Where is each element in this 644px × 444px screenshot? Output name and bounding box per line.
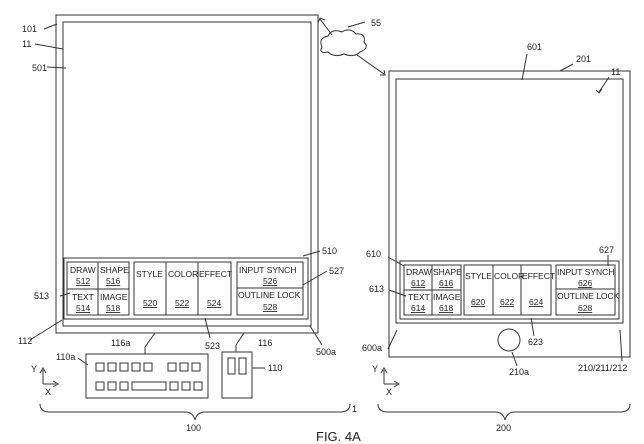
text-button-right-ref: 614 [411,303,425,313]
style-button-right-ref: 620 [471,297,485,307]
figure-caption: FIG. 4A [316,429,361,444]
draw-button-ref: 512 [76,276,90,286]
ref-11-left: 11 [22,39,31,49]
ref-112: 112 [18,336,32,346]
ref-627: 627 [599,245,614,255]
ref-1: 1 [352,404,357,414]
input-device-110 [221,351,253,399]
ref-527: 527 [329,266,344,276]
ref-110: 110 [268,363,282,373]
toolbar-510-sync-group: INPUT SYNCH 526 OUTLINE LOCK 528 [236,261,304,316]
image-button-right-ref: 618 [439,303,453,313]
ref-510: 510 [322,246,337,256]
toolbar-610-tool-grid: DRAW 612 SHAPE 616 TEXT 614 IMAGE 618 [403,264,462,316]
network-cloud-icon [320,29,367,57]
draw-button-right-ref: 612 [411,278,425,288]
ref-613: 613 [369,284,384,294]
ref-55: 55 [371,18,381,28]
color-button-right[interactable]: COLOR [494,271,524,281]
device-200: DRAW 612 SHAPE 616 TEXT 614 IMAGE 618 ST… [362,42,631,433]
ref-101: 101 [22,24,37,34]
ref-500a: 500a [316,347,336,357]
ref-110a: 110a [56,352,75,362]
brace-200 [377,403,631,421]
input-synch-button-right[interactable]: INPUT SYNCH [557,267,614,277]
color-button-ref: 522 [175,298,189,308]
effect-button[interactable]: EFFECT [199,269,232,279]
ref-116a: 116a [111,338,130,348]
keyboard-110a [85,353,209,399]
y-axis-label-left: Y [31,364,37,374]
brace-100 [39,403,351,421]
shape-button-ref: 516 [106,276,120,286]
outline-lock-button-ref: 528 [263,302,277,312]
effect-button-right[interactable]: EFFECT [522,271,555,281]
style-button-ref: 520 [143,298,157,308]
image-button-ref: 518 [106,303,120,313]
shape-button-right[interactable]: SHAPE [433,267,462,277]
input-synch-button[interactable]: INPUT SYNCH [239,265,296,275]
toolbar-610-sync-group: INPUT SYNCH 626 OUTLINE LOCK 628 [555,264,620,316]
outline-lock-button[interactable]: OUTLINE LOCK [238,290,301,300]
axes-right: Y X [372,364,400,397]
effect-button-ref: 524 [207,298,221,308]
outline-lock-button-right[interactable]: OUTLINE LOCK [557,291,620,301]
ref-623: 623 [528,337,543,347]
ref-523: 523 [205,341,220,351]
toolbar-510-tool-grid: DRAW 512 SHAPE 516 TEXT 514 IMAGE 518 [66,261,130,316]
outline-lock-button-right-ref: 628 [578,303,592,313]
text-button-ref: 514 [76,303,90,313]
ref-610: 610 [366,249,381,259]
draw-button-right[interactable]: DRAW [406,267,432,277]
toolbar-610-format-group: STYLE 620 COLOR 622 EFFECT 624 [463,264,555,316]
text-button-right[interactable]: TEXT [408,292,430,302]
ref-210a: 210a [509,367,529,377]
ref-210-211-212: 210/211/212 [578,363,627,373]
color-button-right-ref: 622 [500,297,514,307]
home-button-210a[interactable] [497,328,521,352]
shape-button[interactable]: SHAPE [100,265,129,275]
network-55: 55 [317,17,386,76]
style-button[interactable]: STYLE [136,269,163,279]
axes-left: Y X [31,364,59,397]
ref-601: 601 [527,42,542,52]
ref-116: 116 [258,338,272,348]
draw-button[interactable]: DRAW [70,265,96,275]
effect-button-right-ref: 624 [529,297,543,307]
x-axis-label-left: X [45,387,51,397]
ref-11-right: 11 [611,67,620,77]
input-synch-button-right-ref: 626 [578,278,592,288]
ref-200: 200 [496,423,511,433]
input-synch-button-ref: 526 [263,276,277,286]
style-button-right[interactable]: STYLE [465,271,492,281]
ref-501: 501 [32,63,47,73]
text-button[interactable]: TEXT [72,292,94,302]
color-button[interactable]: COLOR [168,269,198,279]
y-axis-label-right: Y [372,364,378,374]
device-100: DRAW 512 SHAPE 516 TEXT 514 IMAGE 518 ST… [18,14,351,433]
shape-button-right-ref: 616 [439,278,453,288]
image-button[interactable]: IMAGE [100,292,128,302]
image-button-right[interactable]: IMAGE [433,292,461,302]
ref-513: 513 [34,291,49,301]
toolbar-510-format-group: STYLE 520 COLOR 522 EFFECT 524 [133,261,232,316]
ref-100: 100 [186,423,201,433]
ref-201: 201 [576,54,591,64]
ref-600a: 600a [362,343,382,353]
x-axis-label-right: X [386,387,392,397]
